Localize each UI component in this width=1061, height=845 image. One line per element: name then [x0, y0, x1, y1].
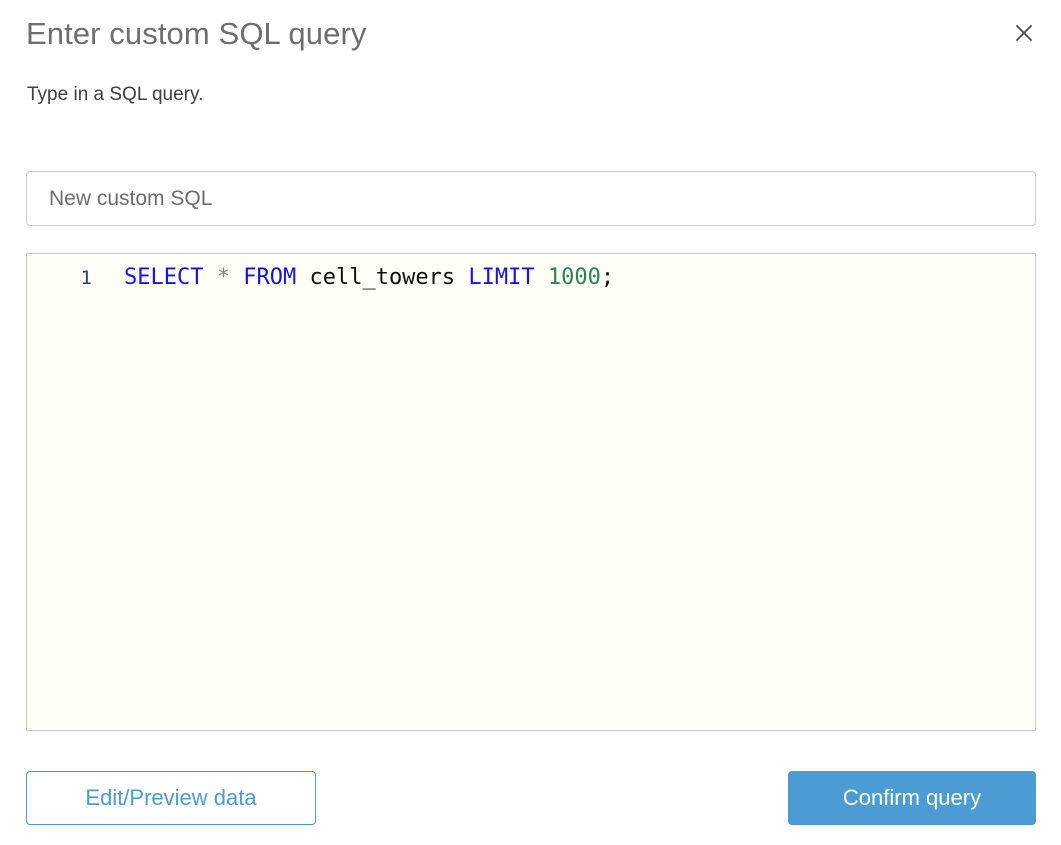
- close-icon[interactable]: [1009, 18, 1039, 48]
- line-number: 1: [80, 267, 92, 289]
- sql-token-table: cell_towers: [309, 265, 456, 290]
- edit-preview-data-button[interactable]: Edit/Preview data: [26, 771, 316, 825]
- sql-space: [203, 265, 216, 290]
- sql-space: [455, 265, 468, 290]
- sql-token-from: FROM: [243, 265, 297, 290]
- sql-code-line: SELECT * FROM cell_towers LIMIT 1000;: [92, 266, 1035, 290]
- editor-line: 1 SELECT * FROM cell_towers LIMIT 1000;: [27, 254, 1035, 292]
- sql-token-limit: LIMIT: [468, 265, 535, 290]
- sql-space: [535, 265, 548, 290]
- dialog-subtitle: Type in a SQL query.: [27, 84, 204, 105]
- sql-token-number: 1000: [547, 265, 601, 290]
- query-name-input[interactable]: [26, 171, 1036, 226]
- sql-token-semicolon: ;: [600, 265, 615, 290]
- sql-token-star: *: [216, 265, 230, 290]
- sql-token-select: SELECT: [124, 265, 204, 290]
- confirm-query-button[interactable]: Confirm query: [788, 771, 1036, 825]
- query-name-field-wrapper: [26, 171, 1036, 226]
- sql-space: [296, 265, 309, 290]
- sql-space: [230, 265, 243, 290]
- page-title: Enter custom SQL query: [26, 16, 367, 51]
- sql-editor[interactable]: 1 SELECT * FROM cell_towers LIMIT 1000;: [26, 253, 1036, 731]
